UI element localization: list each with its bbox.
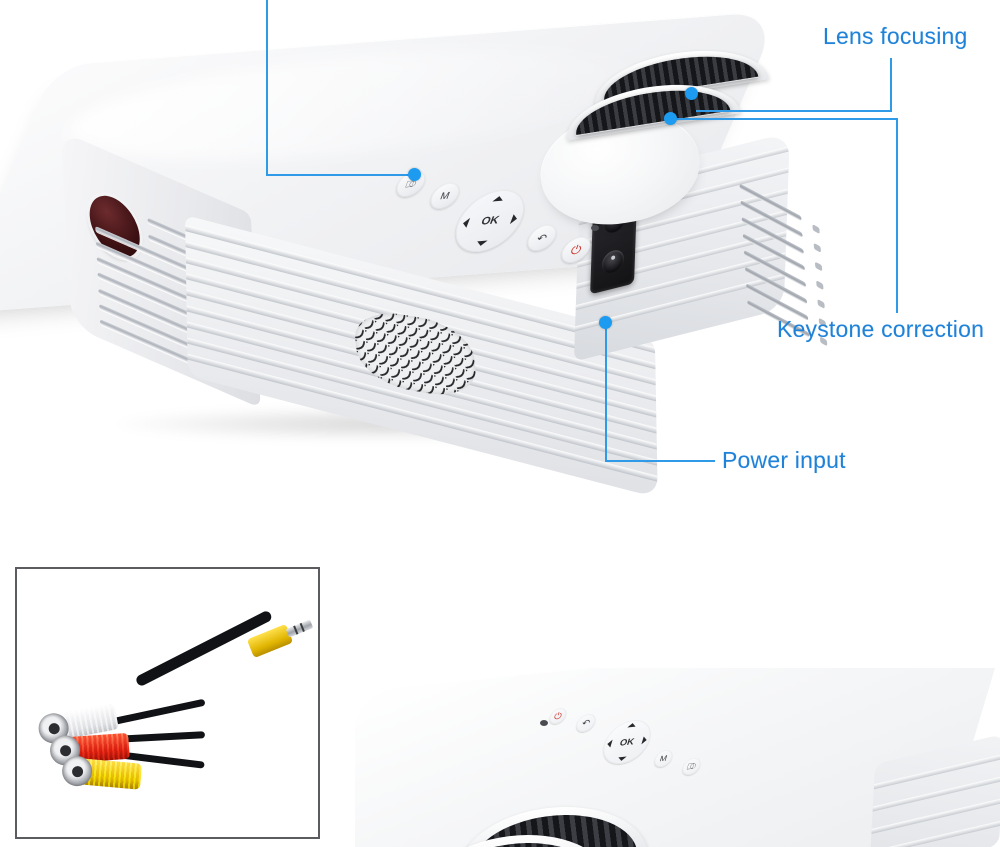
marker-keystone-wheel: [664, 112, 677, 125]
marker-power-socket: [599, 316, 612, 329]
leader-keystone-vertical: [896, 118, 898, 313]
dpad-left-icon[interactable]: [461, 217, 471, 229]
callout-label-power-input: Power input: [722, 447, 846, 473]
callout-label-lens-focusing: Lens focusing: [823, 23, 968, 49]
projector2-dpad-down-icon[interactable]: [617, 756, 627, 762]
leader-keystone-horizontal: [676, 118, 898, 120]
leader-source-horizontal: [266, 174, 414, 176]
leader-power-vertical: [605, 322, 607, 462]
cable-branch-white: [108, 698, 206, 726]
projector2-dpad-left-icon[interactable]: [606, 739, 613, 748]
dpad-right-icon[interactable]: [509, 213, 519, 225]
leader-lens-vertical: [890, 58, 892, 112]
projector2-source-label: ⎄: [685, 761, 698, 771]
projector2-dpad-right-icon[interactable]: [641, 736, 648, 745]
projector2-dpad-up-icon[interactable]: [627, 722, 637, 728]
rca-yellow-connector: [60, 754, 143, 790]
power-button-label: ⏻: [568, 242, 584, 257]
projector2-status-led: [540, 720, 548, 726]
menu-button-label: M: [438, 190, 452, 202]
projector2-ok-label: OK: [618, 736, 636, 748]
back-button-label: ↶: [534, 232, 549, 245]
leader-lens-horizontal: [696, 110, 892, 112]
status-led: [591, 225, 599, 231]
ok-button-label: OK: [479, 214, 501, 228]
leader-source-vertical: [266, 0, 268, 176]
rear-vent-slots: [735, 175, 837, 380]
jack-tip: [285, 619, 314, 638]
av-adapter-cable-inset: [15, 567, 320, 839]
marker-source-button: [408, 168, 421, 181]
projector2-menu-label: M: [658, 753, 669, 764]
dpad-up-icon[interactable]: [492, 195, 505, 202]
projector-top-unit: ⎄ M OK ↶ ⏻: [0, 10, 828, 498]
leader-power-horizontal: [605, 460, 715, 462]
marker-focus-wheel: [685, 87, 698, 100]
projector-bottom-unit: ⏻ ↶ OK M ⎄: [355, 668, 1000, 847]
dpad-down-icon[interactable]: [475, 240, 488, 247]
projector2-back-label: ↶: [580, 717, 592, 728]
projector2-power-label: ⏻: [552, 710, 564, 721]
callout-label-keystone-correction: Keystone correction: [777, 316, 985, 342]
